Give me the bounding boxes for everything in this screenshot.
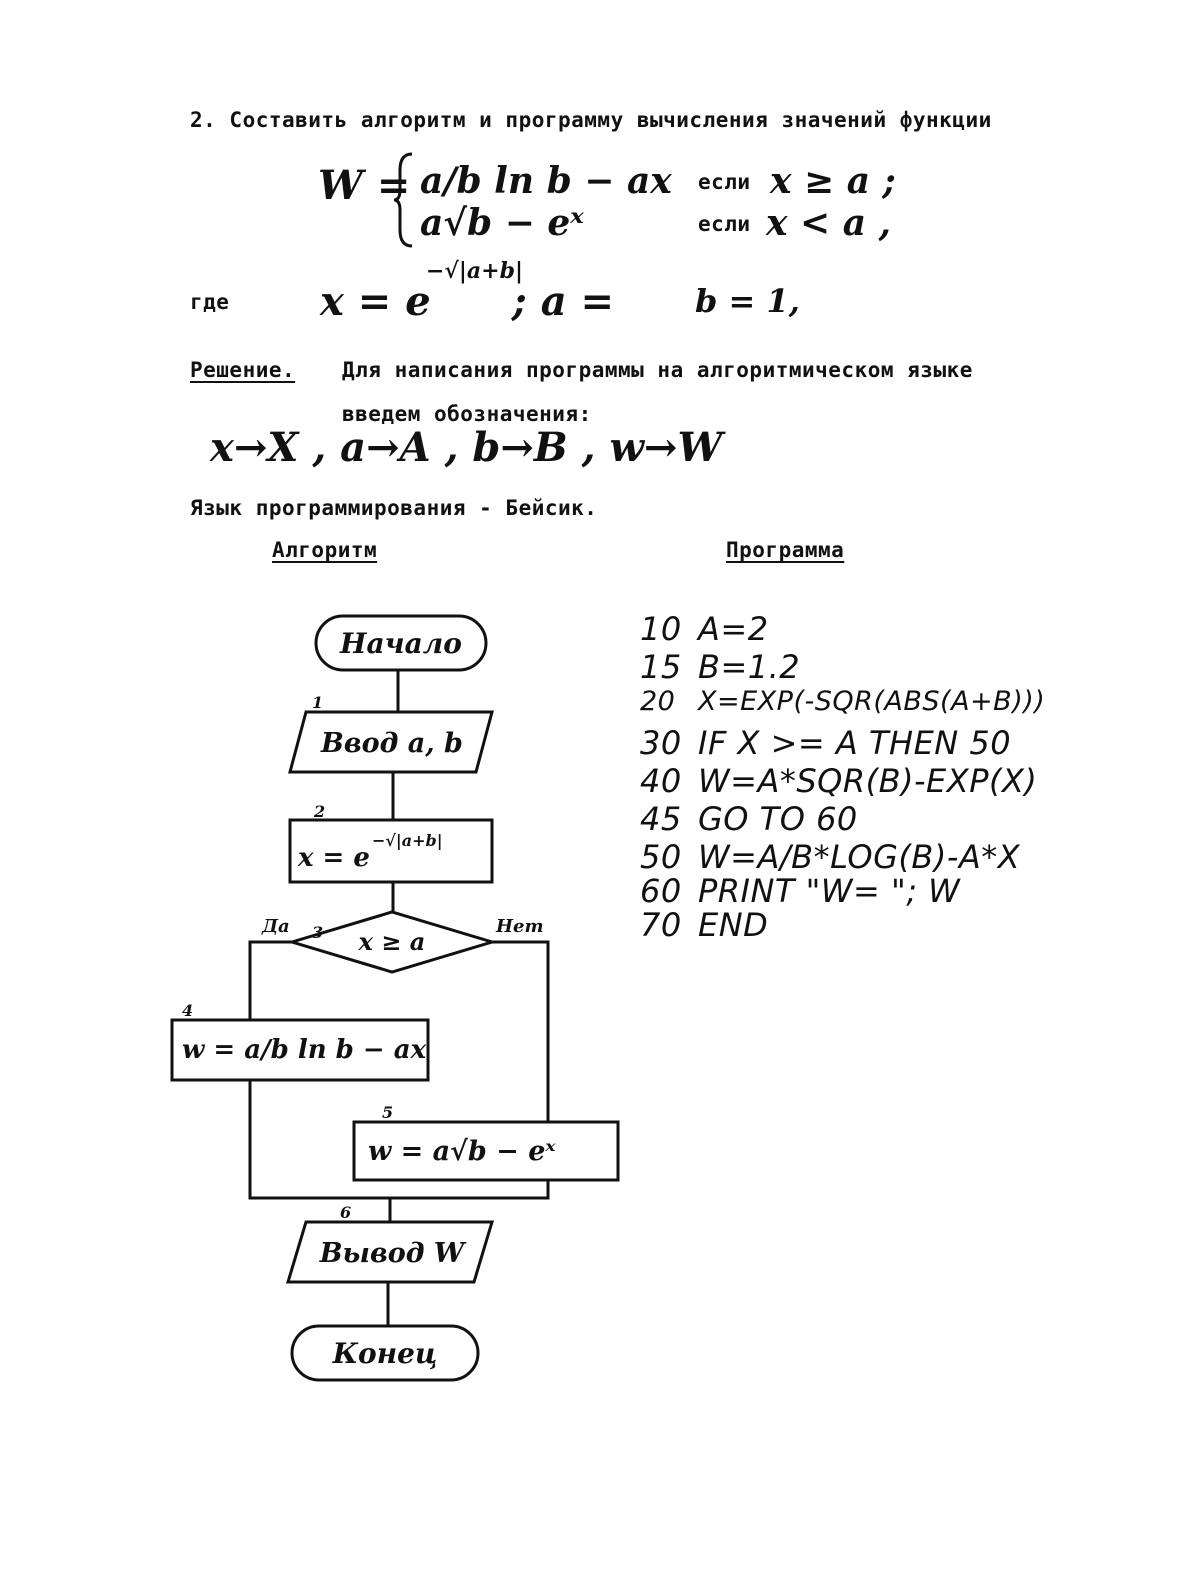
code: IF X >= A THEN 50 (698, 724, 1012, 762)
language-statement: Язык программирования - Бейсик. (190, 496, 598, 520)
line-number: 20 (640, 686, 676, 717)
line-number: 15 (640, 648, 682, 686)
line-number: 45 (640, 800, 682, 838)
code: GO TO 60 (698, 800, 858, 838)
program-line: 15 B=1.2 (640, 648, 800, 686)
program-line: 50 W=A/B*LOG(B)-A*X (640, 838, 1020, 876)
line-number: 10 (640, 610, 682, 648)
code: A=2 (698, 610, 769, 648)
code: PRINT "W= "; W (698, 872, 961, 910)
block5 (352, 1120, 620, 1182)
solution-text-line1: Для написания программы на алгоритмическ… (342, 358, 973, 382)
decision-yes-label: Да (261, 916, 290, 937)
solution-label: Решение. (190, 358, 296, 382)
case2-expression: a√b − eˣ (420, 202, 584, 244)
code: B=1.2 (698, 648, 801, 686)
variable-mapping: x→X , a→A , b→B , w→W (210, 424, 723, 471)
task-heading: 2. Составить алгоритм и программу вычисл… (190, 108, 992, 132)
case1-condition-word: если (698, 170, 751, 194)
output-label: Вывод W (319, 1238, 467, 1269)
line-number: 60 (640, 872, 682, 910)
line-number: 70 (640, 906, 682, 944)
case1-condition: x ≥ a ; (770, 160, 896, 202)
program-line: 60 PRINT "W= "; W (640, 872, 960, 910)
x-exponent: −√|a+b| (426, 258, 523, 284)
block5-label: w = a√b − eˣ (368, 1136, 556, 1167)
block4-label: w = a/b ln b − ax (182, 1035, 427, 1065)
block4-step-number: 4 (182, 1001, 193, 1020)
code: W=A/B*LOG(B)-A*X (698, 838, 1021, 876)
b-definition: b = 1, (695, 282, 800, 320)
assign-exponent: −√|a+b| (372, 831, 443, 850)
assign-block (288, 818, 494, 884)
x-definition: x = e (320, 278, 431, 325)
decision-step-number: 3 (312, 923, 323, 942)
line-number: 40 (640, 762, 682, 800)
program-line: 30 IF X >= A THEN 50 (640, 724, 1011, 762)
program-line: 45 GO TO 60 (640, 800, 858, 838)
case2-condition-word: если (698, 212, 751, 236)
brace-icon (393, 152, 413, 248)
program-line: 10 A=2 (640, 610, 769, 648)
solution-text-line2: введем обозначения: (342, 402, 592, 426)
program-line: 40 W=A*SQR(B)-EXP(X) (640, 762, 1037, 800)
output-parallelogram (285, 1220, 495, 1284)
end-terminator (290, 1324, 480, 1382)
end-label: Конец (332, 1337, 438, 1370)
line-number: 30 (640, 724, 682, 762)
output-step-number: 6 (340, 1203, 351, 1222)
start-label: Начало (339, 627, 462, 660)
program-line: 20 X=EXP(-SQR(ABS(A+B))) (640, 686, 1045, 717)
where-label: где (190, 290, 230, 314)
start-terminator (314, 614, 488, 672)
block4 (170, 1018, 430, 1082)
code: X=EXP(-SQR(ABS(A+B))) (698, 686, 1046, 717)
code: END (698, 906, 769, 944)
decision-label: x ≥ a (358, 927, 426, 956)
assign-step-number: 2 (313, 802, 325, 821)
program-header: Программа (726, 538, 845, 562)
block5-step-number: 5 (382, 1103, 393, 1122)
case2-condition: x < a , (766, 202, 892, 244)
algorithm-header: Алгоритм (272, 538, 378, 562)
a-definition: ; a = (512, 278, 615, 325)
input-label: Ввод a, b (320, 728, 463, 759)
code: W=A*SQR(B)-EXP(X) (698, 762, 1038, 800)
decision-no-label: Нет (495, 916, 544, 937)
input-step-number: 1 (312, 693, 323, 712)
line-number: 50 (640, 838, 682, 876)
input-parallelogram (288, 710, 494, 774)
program-line: 70 END (640, 906, 768, 944)
assign-label: x = e (297, 843, 370, 873)
case1-expression: a/b ln b − ax (420, 160, 672, 202)
decision-diamond (286, 910, 498, 974)
